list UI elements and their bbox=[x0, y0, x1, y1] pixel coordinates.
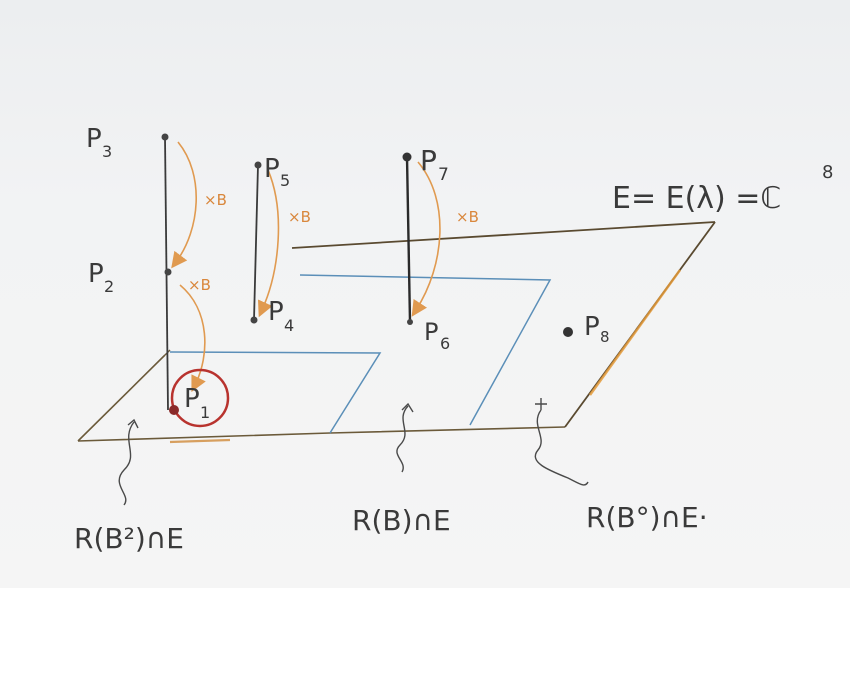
arrow-p3-p2 bbox=[171, 141, 197, 269]
label-p8: P bbox=[584, 312, 600, 342]
label-p4: P bbox=[268, 297, 284, 327]
label-p1-sub: 1 bbox=[200, 403, 210, 422]
fibre-p1-p3 bbox=[161, 133, 172, 411]
label-p2-sub: 2 bbox=[104, 277, 114, 296]
label-p2: P bbox=[88, 259, 104, 289]
label-p5: P bbox=[264, 154, 280, 184]
arrow-label-p7: ×B bbox=[456, 208, 479, 226]
label-p3: P bbox=[86, 124, 102, 154]
squiggle-b0 bbox=[534, 398, 589, 486]
region-label-b2: R(B²)∩E bbox=[74, 522, 184, 555]
region-label-b: R(B)∩E bbox=[352, 504, 451, 537]
arrow-p7-p6 bbox=[411, 161, 441, 317]
label-p3-sub: 3 bbox=[102, 142, 112, 161]
squiggle-b2 bbox=[118, 418, 139, 506]
space-exponent: 8 bbox=[822, 162, 833, 183]
arrow-label-p3: ×B bbox=[204, 191, 227, 209]
region-b0-plane bbox=[299, 274, 552, 426]
squiggle-b bbox=[396, 402, 414, 473]
label-p6: P bbox=[424, 318, 438, 346]
arrow-p5-p4 bbox=[257, 169, 280, 318]
label-p7: P bbox=[420, 144, 437, 177]
label-p4-sub: 4 bbox=[284, 316, 294, 335]
arrow-label-p5: ×B bbox=[288, 208, 311, 226]
label-p1: P bbox=[184, 384, 200, 414]
region-b2-plane bbox=[169, 351, 382, 434]
label-p8-sub: 8 bbox=[600, 328, 610, 346]
label-p5-sub: 5 bbox=[280, 171, 290, 190]
label-p6-sub: 6 bbox=[440, 334, 450, 353]
point-p8: P 8 bbox=[563, 312, 610, 346]
space-label: E= E(λ) =ℂ bbox=[612, 181, 781, 216]
point-p1: P 1 bbox=[169, 368, 230, 428]
label-p7-sub: 7 bbox=[438, 165, 449, 185]
region-label-b0: R(B°)∩E· bbox=[586, 501, 708, 534]
arrow-label-p2: ×B bbox=[188, 276, 211, 294]
arrow-p2-p1 bbox=[179, 284, 206, 393]
fibre-p6-p7 bbox=[402, 152, 413, 325]
fibre-p4-p5 bbox=[250, 161, 262, 324]
